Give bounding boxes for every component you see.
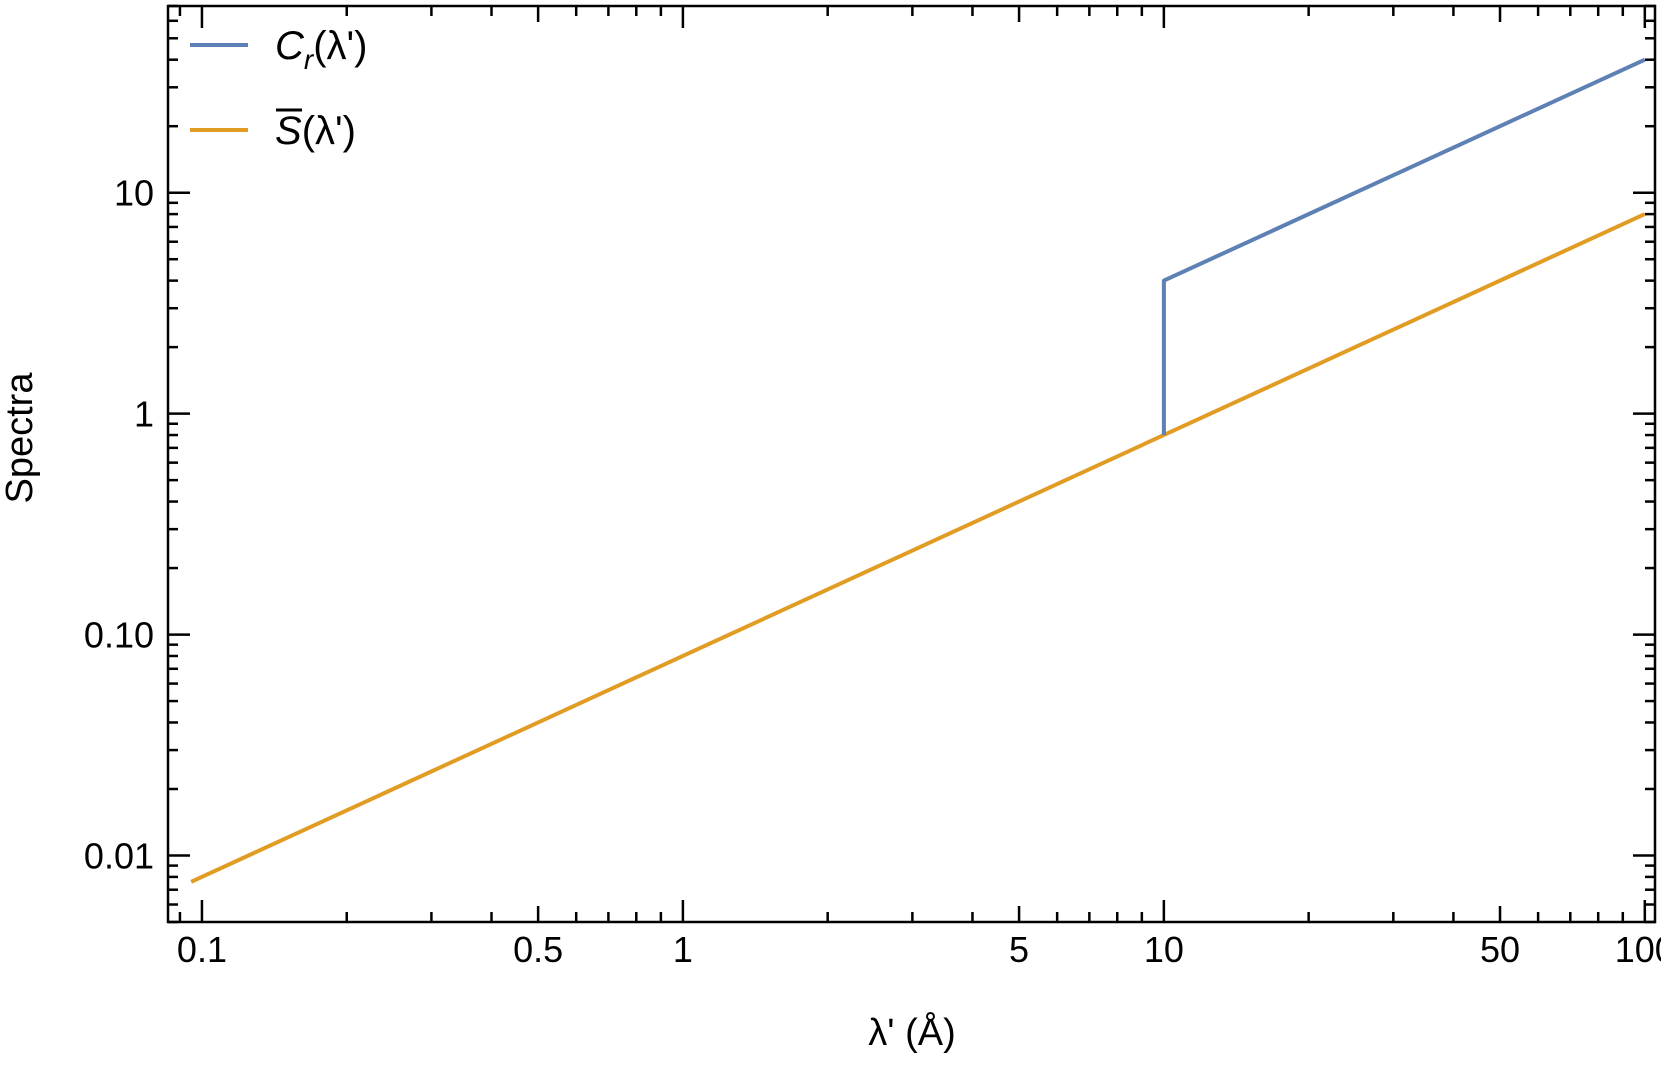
- legend-entry-0: Cr(λ'): [275, 24, 368, 75]
- legend-symbol: S: [275, 109, 302, 153]
- y-tick-label: 0.01: [84, 835, 154, 876]
- legend: Cr(λ')S(λ'): [190, 24, 368, 153]
- x-tick-label: 50: [1480, 929, 1520, 970]
- legend-symbol: C: [275, 24, 305, 68]
- series-line-0: [1161, 57, 1646, 435]
- y-axis-label: Spectra: [0, 372, 41, 504]
- series-line-1: [190, 212, 1646, 884]
- y-tick-label: 1: [134, 394, 154, 435]
- legend-entry-1: S(λ'): [275, 109, 356, 153]
- legend-argument: (λ'): [313, 24, 367, 68]
- legend-subscript: r: [304, 44, 315, 75]
- x-tick-label: 100: [1615, 929, 1661, 970]
- y-tick-label: 0.10: [84, 615, 154, 656]
- y-tick-label: 10: [114, 173, 154, 214]
- x-tick-label: 0.1: [177, 929, 227, 970]
- legend-argument: (λ'): [302, 109, 356, 153]
- plot-frame: [166, 4, 1657, 924]
- x-axis-label: λ' (Å): [868, 1010, 955, 1054]
- x-tick-label: 10: [1144, 929, 1184, 970]
- x-tick-label: 0.5: [513, 929, 563, 970]
- x-tick-label: 1: [673, 929, 693, 970]
- x-tick-label: 5: [1009, 929, 1029, 970]
